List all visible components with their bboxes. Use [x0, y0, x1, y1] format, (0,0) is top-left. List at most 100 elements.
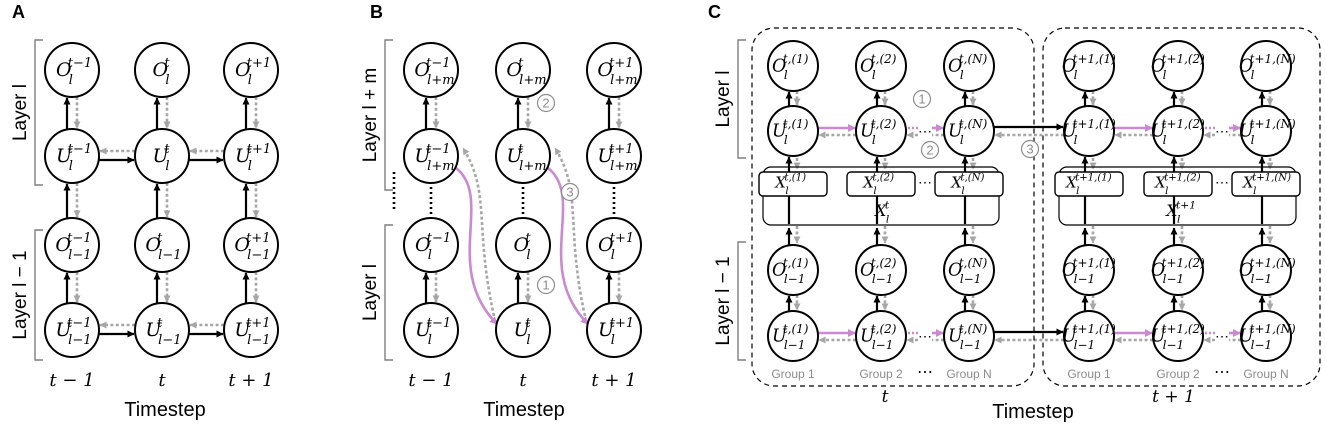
neuron-node — [1240, 105, 1292, 157]
layer-bottom-bracket — [384, 224, 393, 361]
skip-gradient — [553, 147, 587, 317]
boxes — [751, 27, 1321, 387]
neuron-node — [44, 128, 100, 184]
node-superscript: t,(2) — [871, 117, 897, 131]
node-superscript: t,(1) — [783, 117, 809, 131]
node-subscript: l−1 — [872, 272, 893, 286]
node-subscript: l — [1251, 68, 1255, 82]
group-input-label: Xt+1,(2)l — [1154, 172, 1201, 197]
neuron-node-label: Utl+m — [506, 142, 546, 174]
step-marker-2 — [536, 93, 556, 113]
neuron-node-label: Ot+1l+m — [597, 56, 637, 88]
node-subscript: l — [1163, 68, 1167, 82]
neuron-node — [1063, 105, 1115, 157]
bundle-label: Xtl — [874, 199, 890, 226]
layer-bottom-label: Layer l — [360, 264, 381, 321]
node-var: U — [153, 145, 170, 167]
node-var: U — [1151, 327, 1167, 347]
timestep-label: t — [158, 370, 166, 391]
neuron-node-label: Utl — [153, 142, 171, 174]
node-var: X — [1242, 175, 1255, 192]
node-var: O — [414, 59, 430, 81]
step-marker-2-number: 2 — [926, 143, 933, 158]
node-var: O — [1239, 57, 1253, 77]
node-var: U — [1062, 122, 1078, 142]
node-superscript: t,(N) — [959, 117, 988, 131]
node-superscript: t,(2) — [871, 322, 897, 336]
group-input-box — [934, 171, 1004, 197]
node-var: O — [55, 234, 71, 256]
node-superscript: t — [157, 231, 163, 246]
layer-top-bracket — [384, 39, 393, 191]
node-subscript: l — [165, 73, 169, 88]
neuron-node — [223, 302, 279, 358]
neuron-node — [1240, 310, 1292, 362]
group-label: Group N — [1243, 367, 1288, 381]
step-marker-1 — [536, 275, 556, 295]
node-superscript: t+1 — [609, 56, 633, 71]
step-marker-3 — [560, 182, 580, 202]
node-superscript: t+1,(1) — [1075, 172, 1112, 184]
layer-bottom-label: Layer l − 1 — [713, 256, 734, 345]
neuron-node — [495, 42, 551, 98]
ellipsis: ⋯ — [918, 123, 932, 139]
node-var: U — [772, 122, 788, 142]
node-subscript: l — [1076, 186, 1079, 197]
layer-bottom-label: Layer l − 1 — [10, 250, 31, 339]
node-subscript: l−1 — [872, 338, 893, 352]
neuron-node — [44, 302, 100, 358]
neuron-node-label: Ut+1,(2)l — [1151, 117, 1205, 147]
neuron-node-label: Ut−1l — [415, 316, 451, 348]
neuron-node — [1240, 40, 1292, 92]
node-var: U — [506, 145, 523, 167]
node-var: X — [1065, 175, 1078, 192]
ellipsis: ⋯ — [1214, 364, 1230, 381]
neuron-node — [44, 42, 100, 98]
neuron-node-label: Ut,(2) l−1 — [860, 322, 897, 352]
node-var: U — [514, 319, 531, 341]
timestep-label: t + 1 — [228, 370, 273, 391]
node-var: U — [415, 319, 432, 341]
group-label: Group 2 — [1156, 367, 1200, 381]
node-superscript: t+1,(1) — [1073, 52, 1116, 66]
timestep-label: t — [882, 387, 889, 407]
node-superscript: t+1,(N) — [1252, 172, 1291, 184]
node-superscript: t+1,(2) — [1164, 172, 1201, 184]
node-var: O — [1062, 57, 1076, 77]
neuron-node — [1063, 310, 1115, 362]
neuron-node — [403, 217, 459, 273]
node-var: U — [860, 327, 876, 347]
neuron-node-label: Ot−1l — [415, 231, 451, 263]
node-superscript: t−1 — [67, 316, 91, 331]
node-var: U — [56, 145, 73, 167]
node-superscript: t,(N) — [959, 256, 988, 270]
node-superscript: t+1 — [247, 56, 271, 71]
group-input-box — [1231, 171, 1301, 197]
node-superscript: t+1 — [610, 316, 634, 331]
node-superscript: t — [885, 199, 890, 212]
node-subscript: l — [872, 133, 876, 147]
node-superscript: t+1,(N) — [1250, 256, 1296, 270]
node-subscript: l — [69, 159, 73, 174]
node-subscript: l — [1163, 133, 1167, 147]
node-var: O — [56, 59, 72, 81]
group-input-label: Xt,(N)l — [950, 172, 984, 197]
layer-top-label: Layer l + m — [360, 68, 381, 163]
node-var: O — [860, 57, 874, 77]
neuron-node — [855, 105, 907, 157]
node-var: O — [772, 261, 786, 281]
node-superscript: t+1 — [247, 142, 271, 157]
neuron-node-label: Ut,(2)l — [860, 117, 897, 147]
neuron-node-label: Ot,(1)l — [772, 52, 809, 82]
bundle-label: Xt+1l — [1165, 199, 1196, 226]
node-var: U — [948, 122, 964, 142]
neuron-node — [495, 302, 551, 358]
node-var: O — [234, 234, 250, 256]
node-subscript: l−1 — [158, 333, 181, 348]
node-subscript: l−1 — [68, 333, 91, 348]
node-superscript: t+1,(N) — [1250, 52, 1296, 66]
neuron-node-label: Ot,(1)l−1 — [772, 256, 809, 286]
node-superscript: t,(2) — [871, 52, 897, 66]
